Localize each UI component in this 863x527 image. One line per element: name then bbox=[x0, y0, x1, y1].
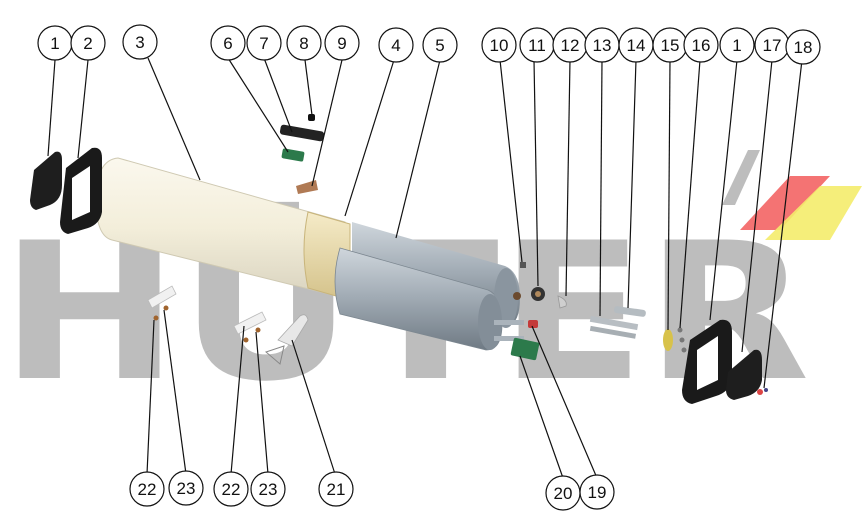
logo-gray-swoosh bbox=[722, 150, 760, 205]
callout-17: 17 bbox=[754, 27, 790, 63]
callout-8: 8 bbox=[286, 25, 322, 61]
callouts-bottom: 22 23 22 23 21 20 19 bbox=[129, 470, 615, 511]
svg-text:22: 22 bbox=[138, 480, 157, 499]
svg-text:10: 10 bbox=[490, 36, 509, 55]
water-tanks bbox=[334, 222, 524, 351]
leader-lines bbox=[47, 57, 803, 479]
svg-text:1: 1 bbox=[732, 36, 741, 55]
callouts-top: 1 2 3 6 7 8 9 4 5 10 11 12 13 14 15 16 1… bbox=[37, 24, 821, 65]
control-board-parts bbox=[279, 114, 325, 194]
callout-4: 4 bbox=[378, 27, 414, 63]
svg-text:21: 21 bbox=[327, 480, 346, 499]
svg-text:4: 4 bbox=[391, 36, 400, 55]
svg-text:15: 15 bbox=[661, 36, 680, 55]
callout-23-left: 23 bbox=[168, 470, 204, 506]
callout-11: 11 bbox=[519, 27, 555, 63]
callout-20: 20 bbox=[545, 475, 581, 511]
callout-15: 15 bbox=[652, 27, 688, 63]
svg-text:7: 7 bbox=[259, 34, 268, 53]
callout-13: 13 bbox=[584, 27, 620, 63]
callout-16: 16 bbox=[683, 27, 719, 63]
callout-7: 7 bbox=[246, 25, 282, 61]
svg-text:18: 18 bbox=[794, 38, 813, 57]
svg-text:1: 1 bbox=[50, 34, 59, 53]
svg-text:22: 22 bbox=[222, 480, 241, 499]
svg-text:19: 19 bbox=[588, 483, 607, 502]
thermostat-part bbox=[265, 314, 309, 365]
svg-text:20: 20 bbox=[554, 484, 573, 503]
right-cover-parts bbox=[682, 319, 768, 404]
callout-12: 12 bbox=[552, 27, 588, 63]
callout-14: 14 bbox=[618, 27, 654, 63]
mounting-brackets bbox=[147, 285, 267, 343]
callout-6: 6 bbox=[210, 25, 246, 61]
svg-text:5: 5 bbox=[435, 36, 444, 55]
svg-text:23: 23 bbox=[259, 480, 278, 499]
callout-21: 21 bbox=[318, 471, 354, 507]
callout-19: 19 bbox=[579, 474, 615, 510]
svg-text:8: 8 bbox=[299, 34, 308, 53]
heating-element-parts bbox=[520, 262, 687, 353]
callout-1-right: 1 bbox=[719, 27, 755, 63]
svg-text:16: 16 bbox=[692, 36, 711, 55]
svg-text:3: 3 bbox=[135, 33, 144, 52]
callout-5: 5 bbox=[422, 27, 458, 63]
callout-2: 2 bbox=[70, 25, 106, 61]
svg-text:12: 12 bbox=[561, 36, 580, 55]
svg-text:14: 14 bbox=[627, 36, 646, 55]
svg-text:9: 9 bbox=[337, 34, 346, 53]
callout-22-right: 22 bbox=[213, 471, 249, 507]
callout-10: 10 bbox=[481, 27, 517, 63]
callout-18: 18 bbox=[785, 29, 821, 65]
sensor-board-parts bbox=[510, 320, 540, 361]
left-cover-parts bbox=[30, 147, 102, 234]
svg-text:13: 13 bbox=[593, 36, 612, 55]
svg-text:23: 23 bbox=[177, 479, 196, 498]
callout-9: 9 bbox=[324, 25, 360, 61]
svg-text:17: 17 bbox=[763, 36, 782, 55]
svg-text:2: 2 bbox=[83, 34, 92, 53]
svg-text:11: 11 bbox=[528, 36, 546, 55]
callout-23-right: 23 bbox=[250, 471, 286, 507]
callout-1-left: 1 bbox=[37, 25, 73, 61]
logo-yellow-stripe bbox=[765, 186, 862, 240]
callout-22-left: 22 bbox=[129, 471, 165, 507]
svg-text:6: 6 bbox=[223, 34, 232, 53]
callout-3: 3 bbox=[122, 24, 158, 60]
